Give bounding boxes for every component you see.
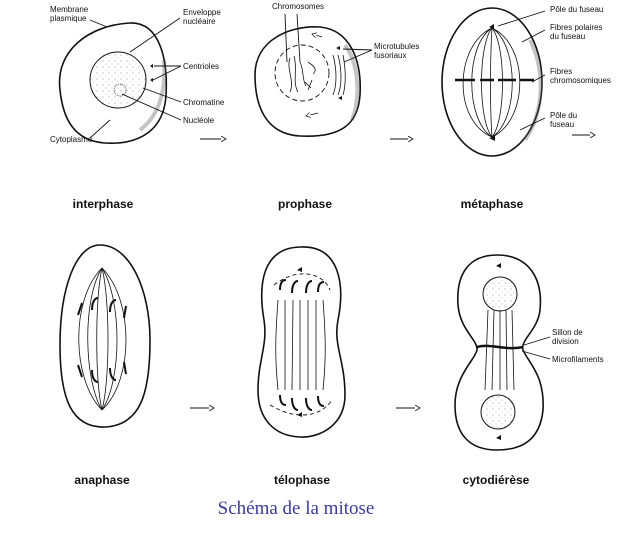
stage-metaphase: métaphase [461, 197, 524, 211]
cytodierese-cell: Sillon de division Microfilaments [454, 254, 604, 451]
label-fibres-polaires-2: du fuseau [550, 32, 585, 41]
telophase-cell [257, 246, 346, 438]
stage-telophase: télophase [274, 473, 330, 487]
label-fibres-chromo-2: chromosomiques [550, 76, 611, 85]
label-chromatine: Chromatine [183, 98, 225, 107]
label-sillon-1: Sillon de [552, 328, 583, 337]
label-enveloppe-2: nucléaire [183, 17, 216, 26]
diagram-title: Schéma de la mitose [218, 498, 375, 519]
label-sillon-2: division [552, 337, 579, 346]
stage-interphase: interphase [73, 197, 134, 211]
nucleus [89, 51, 147, 109]
nucleolus [113, 83, 127, 97]
label-centrioles: Centrioles [183, 62, 219, 71]
label-microtubules-1: Microtubules [374, 42, 419, 51]
metaphase-cell: Pôle du fuseau Fibres polaires du fuseau… [441, 5, 611, 157]
label-pole-top: Pôle du fuseau [550, 5, 603, 14]
label-membrane-2: plasmique [50, 14, 87, 23]
anaphase-cell [59, 244, 151, 428]
label-enveloppe-1: Enveloppe [183, 8, 221, 17]
label-fibres-polaires-1: Fibres polaires [550, 23, 602, 32]
interphase-cell: Membrane plasmique Enveloppe nucléaire C… [50, 5, 226, 144]
label-nucleole: Nucléole [183, 116, 215, 125]
label-pole-bottom-2: fuseau [550, 120, 574, 129]
label-pole-bottom-1: Pôle du [550, 111, 577, 120]
stage-prophase: prophase [278, 197, 332, 211]
label-fibres-chromo-1: Fibres [550, 67, 572, 76]
stage-anaphase: anaphase [74, 473, 130, 487]
stage-cytodierese: cytodiérèse [463, 473, 530, 487]
label-cytoplasme: Cytoplasme [50, 135, 93, 144]
label-chromosomes: Chromosomes [272, 2, 324, 11]
label-microtubules-2: fusoriaux [374, 51, 406, 60]
prophase-cell: Chromosomes Microtubules fusoriaux [254, 2, 419, 139]
label-membrane-1: Membrane [50, 5, 89, 14]
label-microfilaments: Microfilaments [552, 355, 604, 364]
